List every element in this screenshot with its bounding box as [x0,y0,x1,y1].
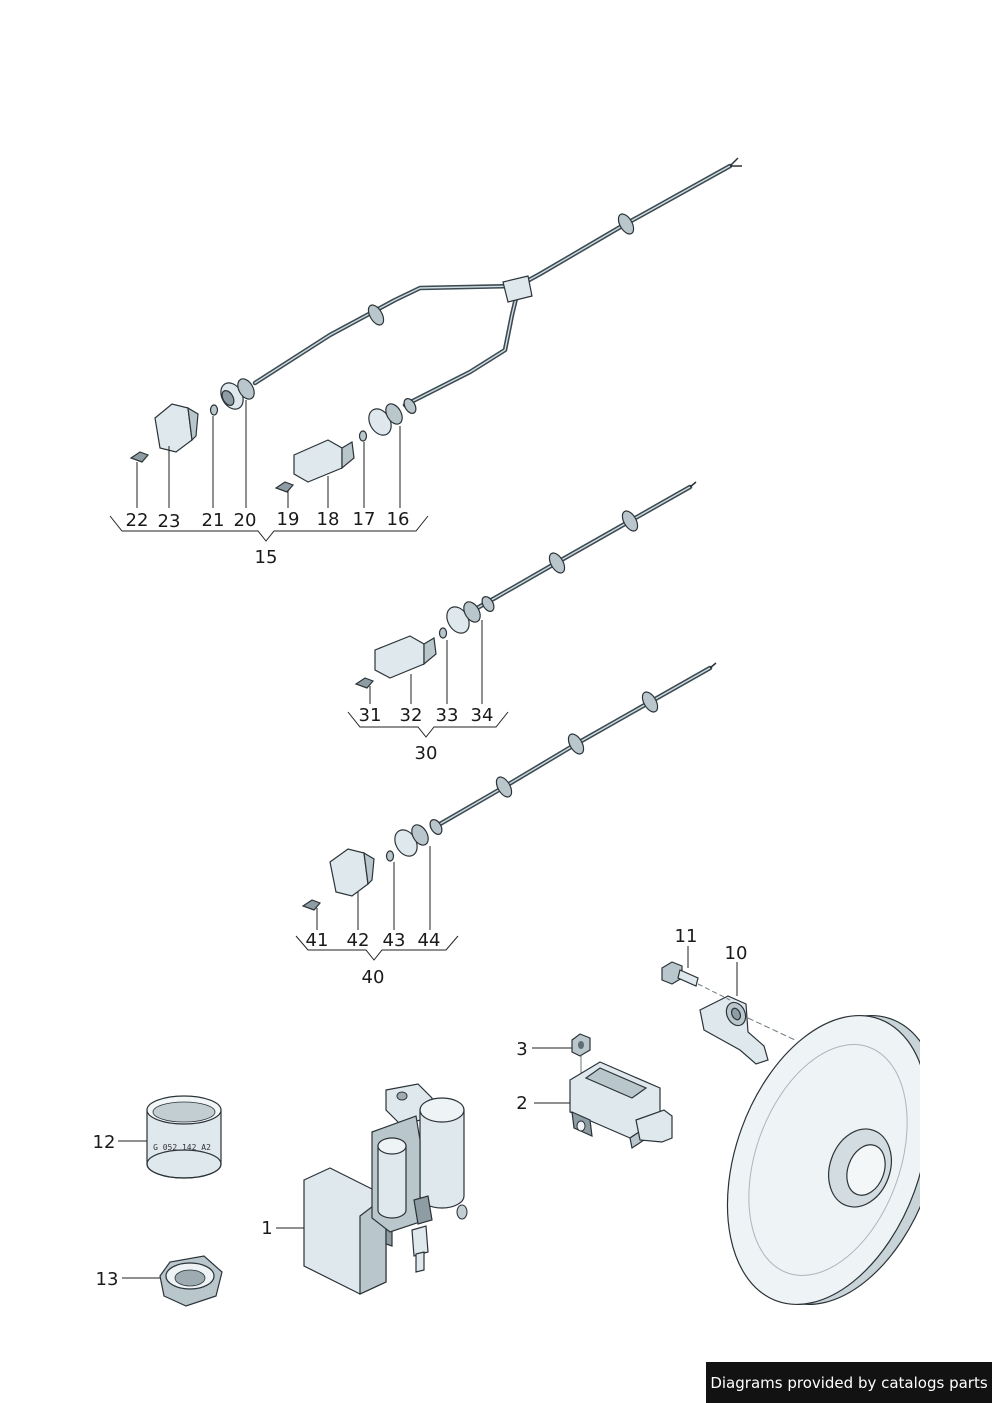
brake-disc [726,990,992,1330]
callout-1: 1 [261,1218,272,1239]
callout-15: 15 [255,547,278,568]
callout-13: 13 [96,1269,119,1290]
callout-44: 44 [418,930,441,951]
seal-33 [438,627,448,639]
connector-housing-32 [374,635,437,679]
callout-19: 19 [277,509,300,530]
callout-33: 33 [436,705,459,726]
sleeve-12: G 052 142 A2 [146,1095,222,1179]
seal-43 [385,850,395,862]
callout-30: 30 [415,743,438,764]
seal-21 [209,404,219,416]
callout-42: 42 [347,930,370,951]
compressor-unit-1 [303,1083,468,1295]
seal-17 [358,430,368,442]
speed-sensor-10 [699,995,796,1065]
callout-3: 3 [516,1039,527,1060]
connector-housing-34 [446,596,495,634]
grommet-13 [159,1255,223,1307]
callout-41: 41 [306,930,329,951]
locking-pin-41 [301,899,322,911]
callout-34: 34 [471,705,494,726]
callout-43: 43 [383,930,406,951]
sensor-unit-2 [569,1061,673,1149]
locking-pin-31 [354,677,375,689]
callout-11: 11 [675,926,698,947]
callout-10: 10 [725,943,748,964]
harness-15: 22 23 21 20 19 18 17 16 15 [109,157,742,568]
callout-32: 32 [400,705,423,726]
locking-pin-22 [129,451,150,463]
callout-18: 18 [317,509,340,530]
callout-21: 21 [202,510,225,531]
callout-17: 17 [353,509,376,530]
connector-housing-16 [368,398,417,436]
part-marking: G 052 142 A2 [153,1143,211,1152]
callout-20: 20 [234,510,257,531]
connector-housing-20 [220,378,255,410]
connector-housing-42 [329,848,375,897]
callout-23: 23 [158,511,181,532]
harness-30: 31 32 33 34 30 [347,481,697,764]
connector-housing-18 [293,439,355,483]
callout-16: 16 [387,509,410,530]
callout-40: 40 [362,967,385,988]
connector-housing-23 [154,403,199,453]
callout-2: 2 [516,1093,527,1114]
locking-pin-19 [274,481,295,493]
hex-bolt-11 [661,961,731,1001]
callout-12: 12 [93,1132,116,1153]
callout-22: 22 [126,510,149,531]
connector-housing-44 [394,819,443,857]
callout-31: 31 [359,705,382,726]
credit-banner: Diagrams provided by catalogs parts [706,1362,992,1403]
harness-40: 41 42 43 44 40 [295,662,717,988]
